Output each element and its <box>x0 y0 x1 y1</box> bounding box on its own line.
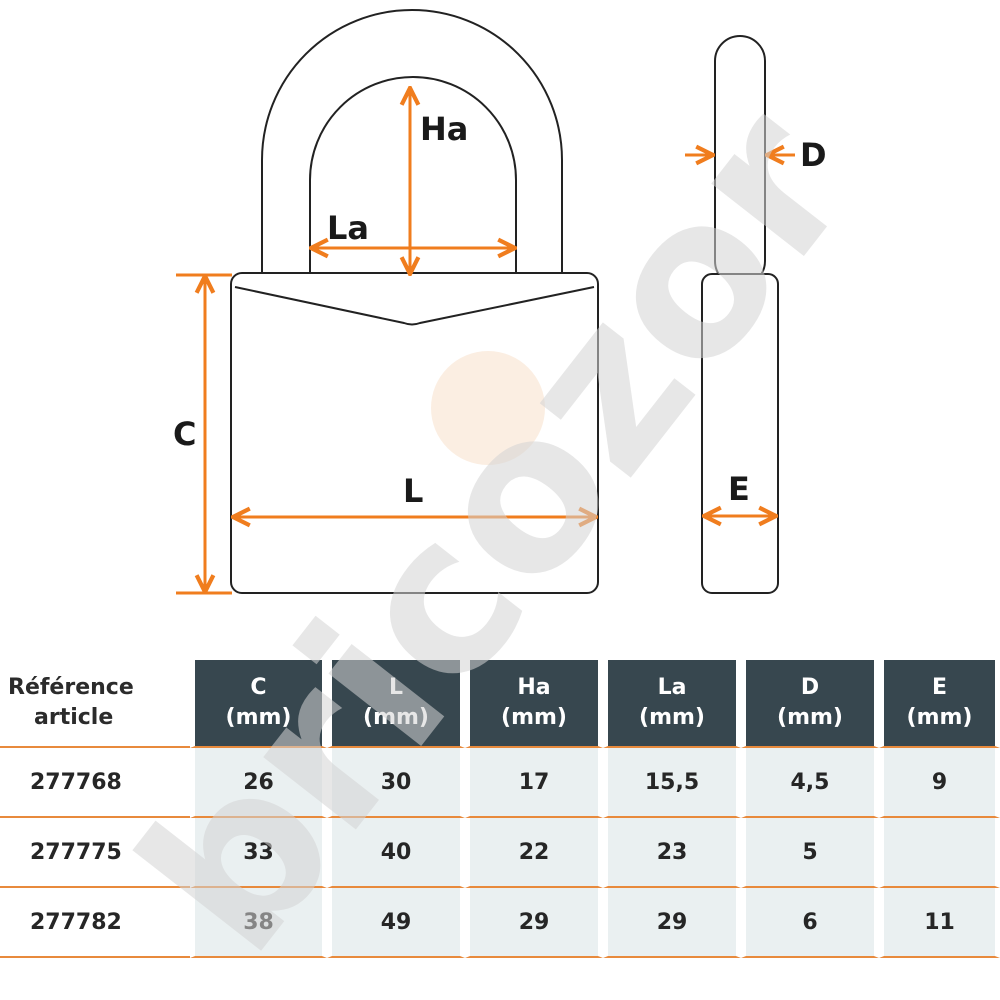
la-label: La <box>327 209 369 247</box>
value-cell: 5 <box>741 818 879 888</box>
value-cell: 29 <box>465 888 603 958</box>
value-cell: 4,5 <box>741 748 879 818</box>
column-header-la: La(mm) <box>603 660 741 748</box>
table-row: 277768 26 30 17 15,5 4,5 9 <box>0 748 1000 818</box>
reference-cell: 277782 <box>0 888 190 958</box>
value-cell: 9 <box>879 748 1000 818</box>
column-header-d: D(mm) <box>741 660 879 748</box>
column-header-e: E(mm) <box>879 660 1000 748</box>
shackle-outline-front <box>261 9 563 276</box>
value-cell: 17 <box>465 748 603 818</box>
table-row: 277782 38 49 29 29 6 11 <box>0 888 1000 958</box>
value-cell: 6 <box>741 888 879 958</box>
table-row: 277775 33 40 22 23 5 <box>0 818 1000 888</box>
lock-body-bevel <box>234 286 595 326</box>
dimensions-table: Référence article C(mm) L(mm) Ha(mm) La(… <box>0 660 1000 958</box>
table-header-row: Référence article C(mm) L(mm) Ha(mm) La(… <box>0 660 1000 748</box>
value-cell: 15,5 <box>603 748 741 818</box>
e-label: E <box>728 470 750 508</box>
d-label: D <box>800 136 827 174</box>
lock-body-side <box>701 273 779 594</box>
reference-cell: 277775 <box>0 818 190 888</box>
reference-cell: 277768 <box>0 748 190 818</box>
value-cell: 40 <box>327 818 465 888</box>
column-header-ha: Ha(mm) <box>465 660 603 748</box>
value-cell: 30 <box>327 748 465 818</box>
padlock-dimension-diagram: Ha La C L D E <box>173 9 827 595</box>
ha-label: Ha <box>420 110 468 148</box>
value-cell: 38 <box>190 888 327 958</box>
value-cell: 49 <box>327 888 465 958</box>
value-cell: 22 <box>465 818 603 888</box>
column-header-l: L(mm) <box>327 660 465 748</box>
lock-body-front <box>230 272 599 594</box>
value-cell: 11 <box>879 888 1000 958</box>
value-cell: 23 <box>603 818 741 888</box>
value-cell: 33 <box>190 818 327 888</box>
reference-header-line1: Référence <box>8 675 134 700</box>
reference-column-header: Référence article <box>0 660 190 748</box>
reference-header-line2: article <box>34 705 114 730</box>
l-label: L <box>403 472 423 510</box>
column-header-c: C(mm) <box>190 660 327 748</box>
shackle-rod-side <box>714 35 766 287</box>
c-label: C <box>173 415 196 453</box>
value-cell <box>879 818 1000 888</box>
value-cell: 26 <box>190 748 327 818</box>
value-cell: 29 <box>603 888 741 958</box>
